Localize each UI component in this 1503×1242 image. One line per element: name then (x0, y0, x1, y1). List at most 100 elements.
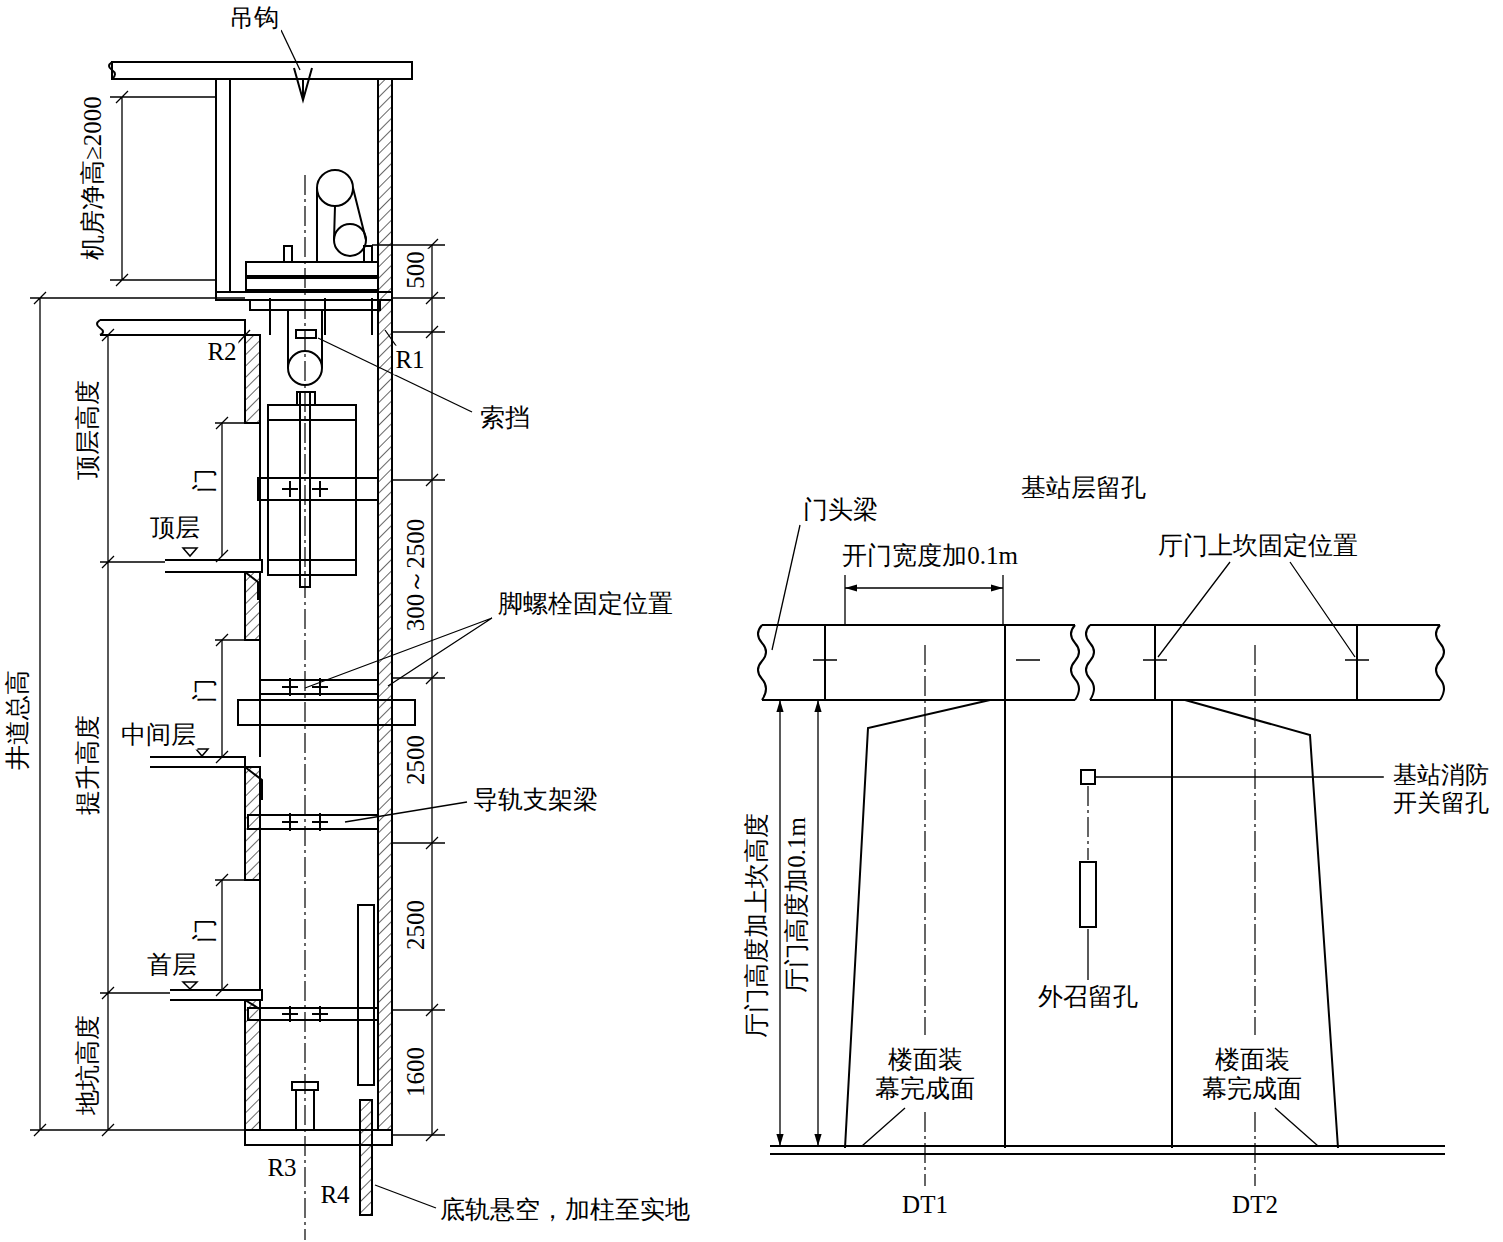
building-structure (259, 880, 261, 990)
machine-and-beams (238, 700, 415, 725)
leader-lines (1096, 776, 1384, 777)
hoist-hook (294, 68, 312, 100)
building-structure (259, 640, 261, 757)
building-structure (183, 548, 197, 556)
center-line (925, 645, 1255, 1186)
machine-and-beams (268, 405, 356, 575)
dimension-lines (110, 91, 216, 286)
callout-number: R1 (393, 346, 426, 375)
door-header-beam (1071, 625, 1079, 700)
part-name: 脚螺栓固定位置 (496, 590, 675, 619)
dimension-text: 顶层高度 (74, 378, 103, 482)
door-header-beam (758, 625, 766, 700)
dimension-lines (216, 417, 228, 996)
building-structure (245, 767, 262, 800)
dimension-value: 2500 (402, 733, 431, 787)
dimension-text: 机房净高≥2000 (79, 94, 108, 262)
machine-and-beams (334, 224, 366, 256)
part-name: 基站消防 开关留孔 (1384, 762, 1498, 817)
machine-and-beams (246, 262, 378, 276)
machine-and-beams (296, 330, 316, 338)
dimension-lines (817, 700, 818, 1146)
leader-lines (1275, 1108, 1318, 1146)
dimension-lines (770, 699, 830, 700)
door-header-beam (1086, 625, 1094, 700)
dimension-value: 2500 (402, 898, 431, 952)
hoist-hook (294, 68, 312, 100)
dimension-lines (30, 91, 445, 1141)
leader-lines (305, 618, 492, 688)
dimension-text: 厅门高度加0.1m (783, 815, 812, 995)
leader-lines (772, 525, 800, 650)
note-text: 底轨悬空，加柱至实地 (438, 1196, 692, 1225)
door-header-beam (1436, 625, 1444, 700)
door-openings (770, 700, 1445, 1154)
door-header-beam (762, 625, 1075, 700)
figure-heading: 基站层留孔 (1019, 474, 1148, 503)
door-openings (1080, 862, 1096, 927)
door-openings (1081, 770, 1095, 784)
machine-and-beams (317, 188, 366, 262)
dimension-text: 地坑高度 (74, 1013, 103, 1117)
building-structure (196, 749, 208, 756)
leader-lines (281, 30, 300, 70)
dimension-value: 300～2500 (402, 517, 431, 634)
machine-and-beams (358, 905, 374, 1085)
door-openings (770, 1146, 1445, 1154)
center-line (304, 175, 305, 1240)
leader-lines (375, 1185, 436, 1208)
callout-number: R2 (205, 338, 238, 367)
elevator-id: DT2 (1230, 1191, 1280, 1220)
center-line (925, 645, 1255, 1186)
dimension-lines (845, 575, 1003, 625)
dimension-text: 提升高度 (74, 713, 103, 817)
building-structure (170, 990, 262, 1000)
building-structure (109, 62, 115, 79)
leader-lines (772, 525, 1384, 1146)
dimension-text: 门 (191, 916, 220, 945)
building-structure (245, 335, 260, 423)
building-structure (259, 423, 261, 560)
building-structure (215, 79, 217, 292)
building-structure (245, 1000, 258, 1008)
callout-number: R3 (265, 1154, 298, 1183)
leader-lines (236, 30, 492, 1208)
building-structure (245, 572, 260, 640)
building-structure (97, 320, 103, 335)
machine-and-beams (268, 420, 356, 560)
dimension-lines (372, 245, 445, 1135)
building-structure (97, 62, 412, 1145)
dimension-value: 1600 (402, 1045, 431, 1099)
floor-level: 顶层 (148, 514, 202, 543)
machine-and-beams (284, 246, 292, 262)
dimension-value: 500 (402, 249, 431, 291)
part-name: 吊钩 (227, 4, 281, 33)
machine-and-beams (238, 170, 415, 1215)
machine-and-beams (246, 278, 378, 290)
dimension-text: 门 (191, 676, 220, 705)
part-name: 导轨支架梁 (471, 786, 600, 815)
building-structure (112, 62, 412, 79)
leader-lines (345, 802, 467, 822)
dimension-text: 门 (191, 466, 220, 495)
building-structure (245, 572, 258, 600)
dimension-text: 厅门高度加上坎高度 (743, 811, 772, 1040)
machine-and-beams (360, 1100, 372, 1215)
door-header-beam (813, 659, 1369, 661)
note-text: 楼面装 幕完成面 (1193, 1046, 1312, 1104)
leader-lines (862, 1108, 905, 1146)
building-structure (216, 292, 392, 300)
part-name: 外召留孔 (1036, 983, 1140, 1012)
dimension-lines (779, 700, 780, 1146)
center-line (304, 175, 305, 1240)
building-structure (165, 560, 262, 572)
note-text: 楼面装 幕完成面 (866, 1046, 985, 1104)
dimension-text: 井道总高 (4, 668, 33, 772)
building-structure (100, 320, 245, 335)
building-structure (229, 79, 231, 292)
dimension-lines (845, 587, 1003, 588)
dimension-lines (770, 575, 1003, 1146)
machine-and-beams (317, 170, 353, 206)
